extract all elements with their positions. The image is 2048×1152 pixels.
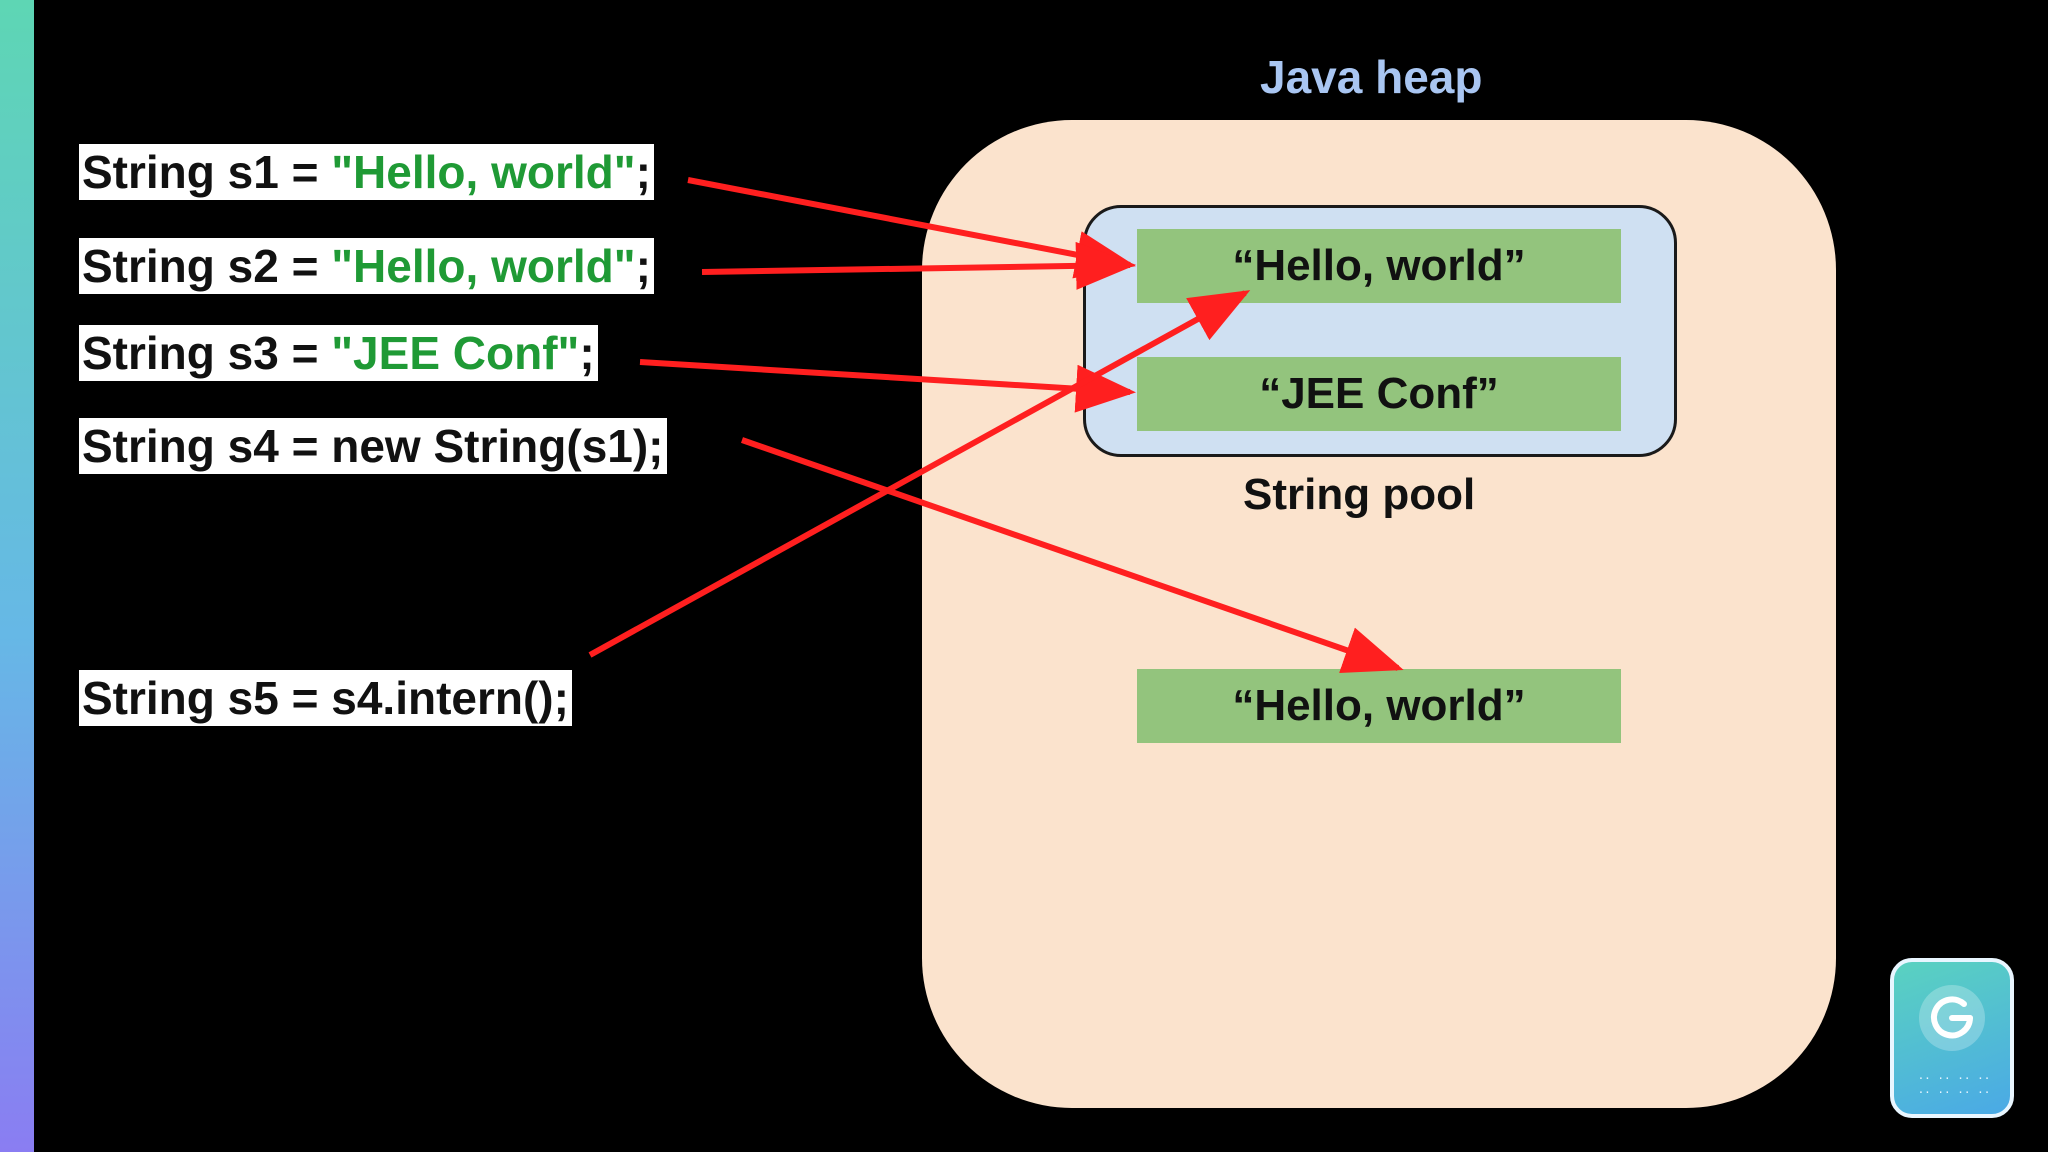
code-line-s5: String s5 = s4.intern(); [79, 670, 572, 726]
code-s1-prefix: String s1 = [82, 146, 332, 198]
pool-string-hello-world: “Hello, world” [1137, 229, 1621, 303]
code-s5-text: String s5 = s4.intern(); [82, 672, 569, 724]
heap-string-hello-world: “Hello, world” [1137, 669, 1621, 743]
code-s2-literal: "Hello, world" [331, 240, 636, 292]
code-s3-suffix: ; [579, 327, 595, 379]
code-s3-literal: "JEE Conf" [331, 327, 580, 379]
code-line-s2: String s2 = "Hello, world"; [79, 238, 654, 294]
badge-decoration: ·· ·· ·· ···· ·· ·· ·· [1917, 1072, 1991, 1099]
code-line-s4: String s4 = new String(s1); [79, 418, 667, 474]
code-s2-suffix: ; [635, 240, 651, 292]
app-logo-icon: ·· ·· ·· ···· ·· ·· ·· [1890, 958, 2014, 1118]
code-s3-prefix: String s3 = [82, 327, 332, 379]
code-line-s3: String s3 = "JEE Conf"; [79, 325, 598, 381]
pool-string-jee-conf: “JEE Conf” [1137, 357, 1621, 431]
g-logo-icon [1919, 985, 1985, 1051]
code-s1-literal: "Hello, world" [331, 146, 636, 198]
code-s4-text: String s4 = new String(s1); [82, 420, 664, 472]
code-s1-suffix: ; [635, 146, 651, 198]
code-line-s1: String s1 = "Hello, world"; [79, 144, 654, 200]
left-gradient-strip [0, 0, 34, 1152]
java-heap-title: Java heap [1260, 51, 1483, 103]
string-pool-label: String pool [1243, 470, 1476, 519]
code-s2-prefix: String s2 = [82, 240, 332, 292]
